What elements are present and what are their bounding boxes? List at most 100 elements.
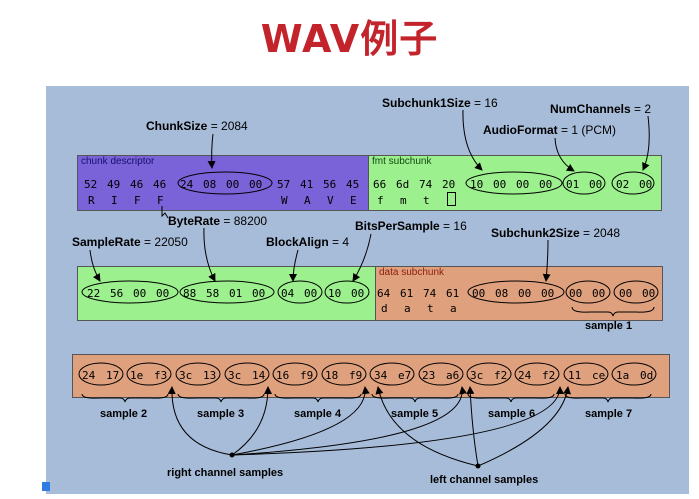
hex-byte: 02 [616, 178, 630, 191]
chunk-descriptor-header: chunk descriptor [81, 156, 155, 167]
hex-byte: 04 [281, 287, 295, 300]
ascii-char: E [350, 194, 357, 207]
oval [565, 280, 611, 304]
hex-byte: ce [592, 369, 606, 382]
oval [272, 362, 318, 386]
arrow [642, 115, 650, 171]
fmt-subchunk-box [368, 155, 662, 211]
hex-byte: 49 [107, 178, 121, 191]
oval [466, 362, 512, 386]
sample-2-label: sample 2 [100, 408, 148, 420]
hex-byte: 00 [592, 287, 606, 300]
hex-byte: 18 [325, 369, 339, 382]
hex-byte: 01 [566, 178, 580, 191]
subchunk2-size-label: Subchunk2Size = 2048 [491, 226, 621, 240]
hex-byte: f3 [154, 369, 168, 382]
bracket [467, 393, 555, 403]
hex-byte: f9 [349, 369, 363, 382]
ascii-char: R [88, 194, 95, 207]
right-channel-node [229, 452, 235, 458]
hex-byte: 00 [516, 178, 530, 191]
ascii-char: f [377, 194, 384, 207]
arrow [231, 386, 467, 456]
hex-byte: 00 [639, 178, 653, 191]
hex-byte: 00 [304, 287, 318, 300]
oval [467, 280, 565, 304]
hex-byte: 46 [130, 178, 144, 191]
bracket [274, 393, 362, 403]
hex-byte: 56 [323, 178, 337, 191]
hex-byte: 00 [518, 287, 532, 300]
hex-byte: 1a [616, 369, 630, 382]
hex-byte: 52 [84, 178, 98, 191]
hex-byte: 57 [277, 178, 291, 191]
arrow [289, 249, 299, 282]
hex-byte: 0d [640, 369, 654, 382]
hex-byte: 00 [541, 287, 555, 300]
hex-byte: 00 [156, 287, 170, 300]
hex-byte: 45 [346, 178, 360, 191]
hex-byte: 13 [203, 369, 217, 382]
hex-byte: 61 [400, 287, 414, 300]
num-channels-label: NumChannels = 2 [550, 102, 652, 116]
arrow [462, 109, 483, 171]
ascii-char: V [327, 194, 334, 207]
oval [277, 280, 323, 304]
sample-6-label: sample 6 [488, 408, 536, 420]
bracket [177, 393, 265, 403]
left-channel-label: left channel samples [430, 474, 539, 486]
hex-byte: 88 [183, 287, 197, 300]
arrow [466, 386, 479, 467]
hex-byte: 11 [568, 369, 582, 382]
hex-byte: 61 [446, 287, 460, 300]
oval [177, 171, 273, 195]
oval [613, 280, 659, 304]
hex-byte: 00 [493, 178, 507, 191]
chunk-size-label: ChunkSize = 2084 [146, 119, 248, 133]
hex-byte: 00 [619, 287, 633, 300]
hex-byte: 00 [539, 178, 553, 191]
hex-byte: 00 [252, 287, 266, 300]
hex-byte: 14 [252, 369, 266, 382]
sample-5-label: sample 5 [391, 408, 439, 420]
hex-byte: 22 [87, 287, 101, 300]
hex-byte: 24 [518, 369, 532, 382]
ascii-char: a [450, 302, 457, 315]
ascii-char: t [427, 302, 434, 315]
hex-byte: f2 [494, 369, 508, 382]
ascii-char: m [400, 194, 407, 207]
oval [224, 362, 270, 386]
hex-byte: f2 [542, 369, 556, 382]
hex-byte: 56 [110, 287, 124, 300]
data-subchunk-box [375, 266, 663, 321]
arrow [477, 386, 571, 467]
hex-byte: 3c [470, 369, 484, 382]
bracket [564, 393, 652, 403]
bracket [81, 393, 169, 403]
hex-byte: 10 [470, 178, 484, 191]
arrow [542, 239, 551, 282]
arrow [231, 386, 370, 456]
sample-3-label: sample 3 [197, 408, 245, 420]
sample-1-label: sample 1 [585, 320, 633, 332]
slide-marker [42, 482, 50, 491]
hex-byte: 16 [276, 369, 290, 382]
hex-byte: 3c [228, 369, 242, 382]
oval [563, 362, 609, 386]
oval [369, 362, 415, 386]
hex-byte: 1e [130, 369, 144, 382]
hex-byte: 00 [569, 287, 583, 300]
hex-byte: 46 [153, 178, 167, 191]
arrow [203, 227, 216, 282]
arrow [352, 233, 372, 282]
oval [465, 171, 563, 195]
hex-byte: 00 [226, 178, 240, 191]
hex-byte: 20 [442, 178, 456, 191]
sample-4-label: sample 4 [294, 408, 342, 420]
space-glyph-box [447, 192, 456, 206]
oval [611, 362, 657, 386]
oval [418, 362, 464, 386]
hex-byte: 41 [300, 178, 314, 191]
ascii-char: a [404, 302, 411, 315]
